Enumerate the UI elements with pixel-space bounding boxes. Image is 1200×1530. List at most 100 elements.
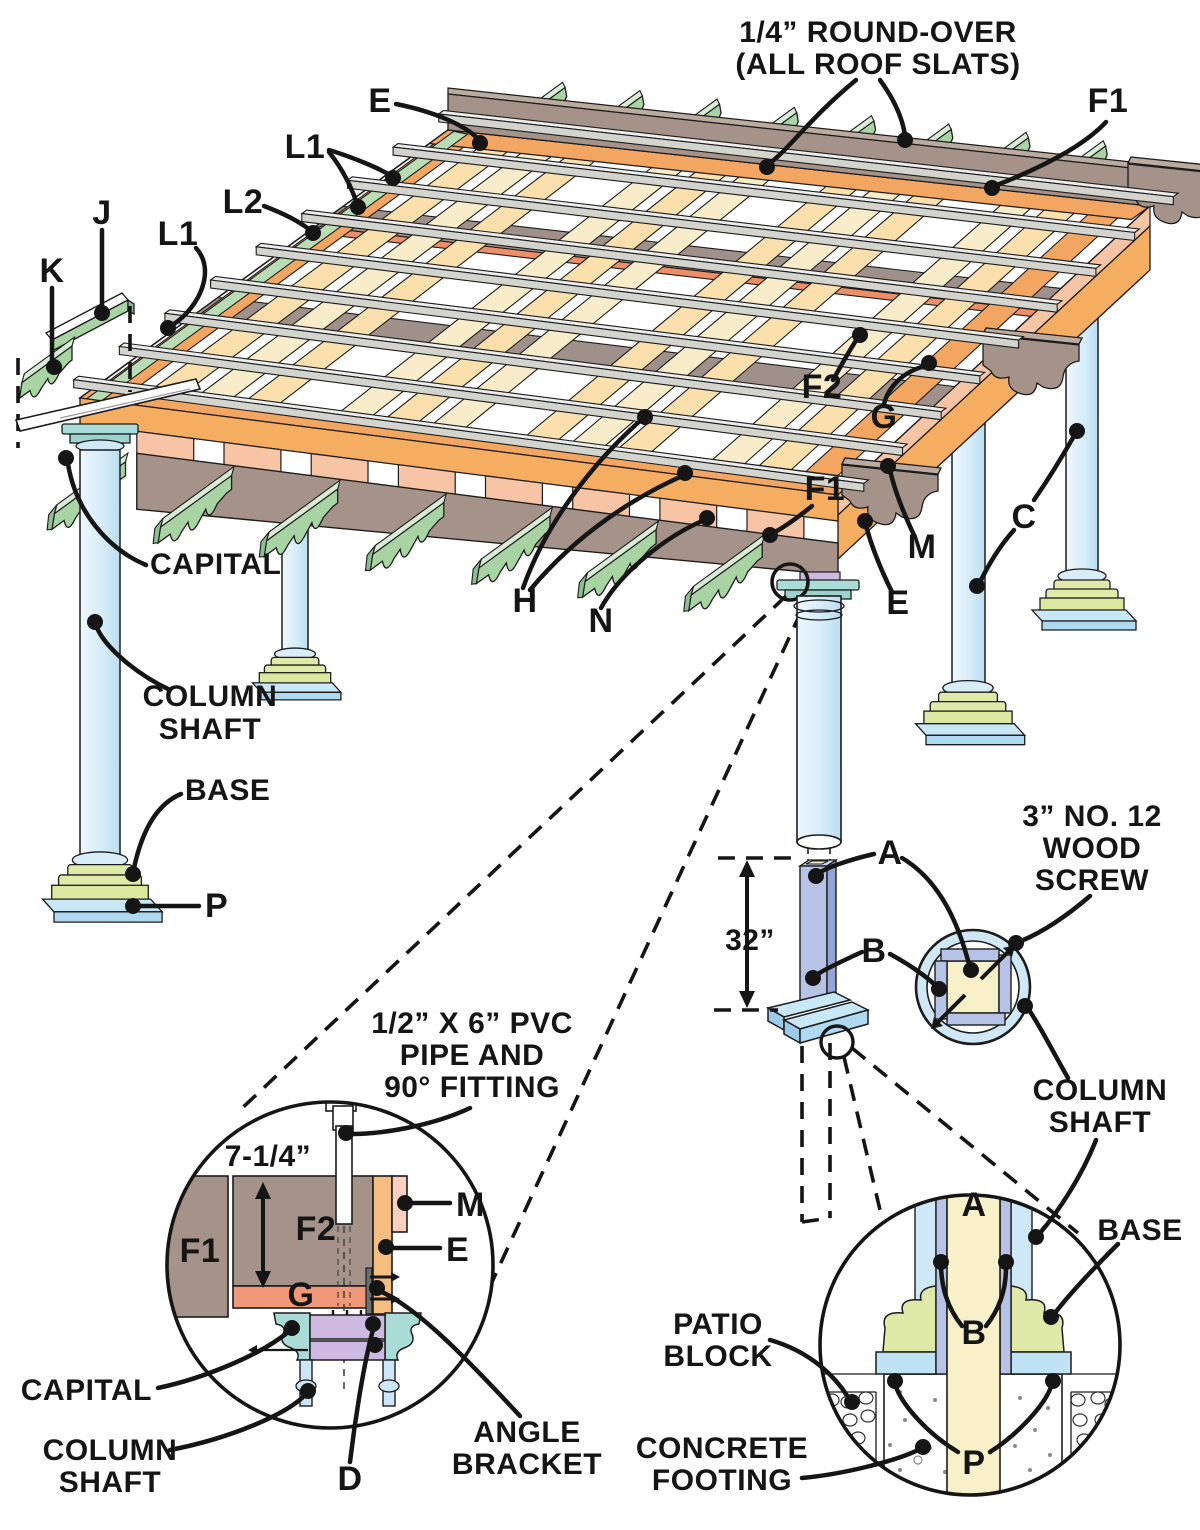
label-e-side: E (886, 584, 909, 622)
label-m: M (908, 528, 937, 566)
label-f1-front: F1 (805, 470, 846, 508)
label-cs-detail-1: COLUMN (43, 1434, 178, 1467)
leader-dot (852, 327, 868, 343)
label-f2-detail: F2 (296, 1210, 337, 1248)
label-capital: CAPITAL (150, 548, 281, 581)
leader-dot (637, 409, 653, 425)
leader-dot (984, 180, 1000, 196)
column-shaft (79, 449, 121, 861)
label-angle-2: BRACKET (452, 1448, 602, 1481)
labels: 1/4” ROUND-OVER (ALL ROOF SLATS) F1 E L1… (21, 16, 1182, 1499)
label-e-top: E (368, 82, 391, 120)
label-a-post: A (877, 834, 902, 872)
label-b-circle: B (961, 1314, 986, 1352)
leader-dot (94, 305, 110, 321)
label-pvc-1: 1/2” X 6” PVC (371, 1007, 573, 1040)
label-n: N (588, 602, 613, 640)
label-l2: L2 (223, 183, 264, 221)
label-column-shaft-2: SHAFT (159, 713, 262, 746)
leader-dot (897, 132, 913, 148)
label-p: P (205, 887, 228, 925)
capital-molding (384, 1312, 422, 1361)
rafter-tail (470, 558, 482, 585)
rafter-tail (364, 545, 376, 572)
leader-dot (1045, 1373, 1061, 1389)
detail-connectors (236, 594, 1080, 1309)
leader-lines (49, 77, 1121, 1481)
label-cs-right-1: COLUMN (1033, 1074, 1168, 1107)
roof-slat (164, 312, 942, 421)
patio-block (925, 734, 1026, 746)
roof-slat (301, 212, 1058, 313)
rafter-tail (475, 514, 551, 586)
wood-screw (934, 993, 967, 1026)
label-g: G (871, 398, 898, 436)
leader-dot (844, 1394, 860, 1410)
rafter-tail (152, 518, 164, 545)
leader-dot (365, 1316, 381, 1332)
label-base: BASE (185, 774, 270, 807)
roof-slat (392, 146, 1136, 242)
post-section-detail (914, 928, 1032, 1046)
label-patio-1: PATIO (673, 1308, 763, 1341)
leader-dot (805, 970, 821, 986)
patio-block (53, 911, 163, 923)
label-b-post: B (861, 932, 886, 970)
rafter-tail (683, 585, 695, 612)
leader-dot (367, 1337, 383, 1353)
leader-dot (699, 510, 715, 526)
label-roof-note-2: (ALL ROOF SLATS) (735, 48, 1020, 81)
label-f2: F2 (802, 368, 843, 406)
leader-dot (1043, 1309, 1059, 1325)
column-shaft-cut (796, 595, 842, 843)
leader-dot (397, 1195, 413, 1211)
detail-circle-outline (818, 1193, 1122, 1497)
column-base (51, 884, 149, 901)
connection-detail (165, 1100, 495, 1430)
column-capital (776, 579, 860, 591)
leader-dot (305, 225, 321, 241)
leader-dot (1017, 998, 1033, 1014)
label-angle-1: ANGLE (473, 1416, 581, 1449)
column-base (923, 710, 1013, 726)
leader-dot (378, 1239, 394, 1255)
patio-block (260, 691, 342, 701)
leader-dots (46, 132, 1085, 1455)
wood-screw (979, 948, 1012, 981)
label-d: D (337, 1460, 362, 1498)
leader-dot (385, 170, 401, 186)
label-base-right: BASE (1097, 1214, 1182, 1247)
leader-dot (1028, 1229, 1044, 1245)
leader-dot (46, 359, 62, 375)
leader-dot (58, 450, 74, 466)
label-h: H (512, 582, 537, 620)
label-m-detail: M (456, 1186, 485, 1224)
leader-dot (808, 868, 824, 884)
label-screw-1: 3” NO. 12 (1022, 800, 1162, 833)
rafter-tail (157, 474, 233, 545)
label-pvc-2: PIPE AND (400, 1039, 545, 1072)
leader-dot (350, 199, 366, 215)
leader-dot (857, 513, 873, 529)
base-molding (1010, 1285, 1065, 1353)
label-pvc-3: 90° FITTING (384, 1071, 560, 1104)
label-g-detail: G (288, 1276, 315, 1314)
leader-dot (369, 1280, 385, 1296)
leader-dot (915, 1439, 931, 1455)
post-core-a (946, 1195, 1001, 1495)
label-column-shaft-1: COLUMN (143, 680, 278, 713)
label-l1-lower: L1 (158, 215, 199, 253)
patio-block (1010, 1351, 1072, 1375)
leader-dot (969, 578, 985, 594)
leader-dot (300, 1383, 316, 1399)
rafter-tail (577, 572, 588, 599)
leader-dot (759, 159, 775, 175)
label-f1-top: F1 (1088, 82, 1129, 120)
patio-block (1030, 609, 1138, 622)
leader-dot (284, 1320, 300, 1336)
leader-dot (125, 898, 141, 914)
leader-dot (762, 527, 778, 543)
leader-dot (887, 1373, 903, 1389)
label-f1-detail: F1 (180, 1232, 221, 1270)
